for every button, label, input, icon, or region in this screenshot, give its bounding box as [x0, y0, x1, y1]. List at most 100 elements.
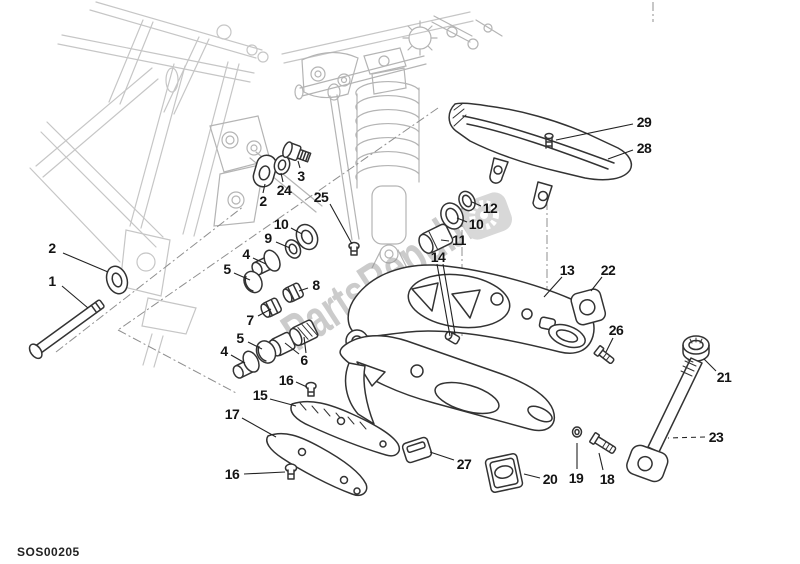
part-fastener-25 — [348, 241, 360, 256]
leader-line — [61, 285, 89, 309]
leader-line — [543, 276, 563, 298]
callout-17: 17 — [224, 406, 240, 422]
part-bushing-4a — [251, 249, 281, 276]
leader-line — [555, 123, 634, 141]
part-pad-27 — [401, 436, 433, 464]
frame-ghost-lines — [29, 1, 474, 368]
callout-6: 6 — [300, 352, 308, 368]
diagram-code: SOS00205 — [17, 545, 80, 559]
callout-4: 4 — [220, 343, 228, 359]
leader-line — [329, 203, 353, 245]
leader-line — [241, 417, 277, 438]
callout-21: 21 — [716, 369, 732, 385]
part-slider-15 — [290, 400, 400, 457]
callout-3: 3 — [297, 168, 305, 184]
part-ring-9 — [284, 239, 302, 259]
leader-line — [233, 272, 251, 281]
callout-25: 25 — [313, 189, 329, 205]
callout-2: 2 — [259, 193, 267, 209]
leader-line — [243, 471, 286, 475]
leader-line — [598, 452, 604, 471]
part-plate-2 — [252, 154, 278, 188]
part-screw-16a — [305, 381, 317, 397]
shock-linkage-ghost — [209, 15, 503, 269]
part-swingarm-lower — [339, 335, 555, 431]
part-ring-12 — [458, 190, 476, 212]
part-bolt-26 — [593, 345, 615, 365]
callout-18: 18 — [599, 471, 615, 487]
part-barrel-8 — [282, 282, 304, 303]
part-bolt-18 — [589, 432, 617, 454]
callout-5: 5 — [236, 330, 244, 346]
leader-line — [442, 263, 456, 335]
callout-5: 5 — [223, 261, 231, 277]
callout-2: 2 — [48, 240, 56, 256]
leader-lines — [61, 123, 717, 479]
leader-line — [590, 276, 603, 292]
leader-line — [284, 342, 300, 355]
leader-line — [298, 287, 309, 292]
callout-10: 10 — [468, 216, 484, 232]
callout-27: 27 — [456, 456, 472, 472]
part-bracket-22 — [570, 288, 607, 326]
part-nut-21 — [682, 335, 710, 362]
leader-line — [440, 239, 450, 242]
leader-line — [252, 257, 267, 265]
callout-8: 8 — [312, 277, 320, 293]
leader-line — [295, 381, 308, 388]
callout-9: 9 — [264, 230, 272, 246]
part-spacer-11 — [418, 223, 454, 254]
part-washer-2 — [105, 265, 129, 295]
callout-11: 11 — [452, 232, 466, 248]
part-pivot-shaft — [28, 299, 105, 360]
leader-line — [605, 337, 614, 353]
leader-line — [703, 358, 717, 372]
callout-12: 12 — [482, 200, 498, 216]
leader-line — [280, 172, 284, 183]
leader-line — [247, 341, 263, 350]
callout-19: 19 — [568, 470, 584, 486]
callout-22: 22 — [600, 262, 616, 278]
part-slider-17 — [266, 432, 368, 496]
callout-20: 20 — [542, 471, 558, 487]
callout-14: 14 — [430, 249, 446, 265]
part-bushing-4b — [232, 350, 260, 379]
callout-16: 16 — [278, 372, 294, 388]
callout-15: 15 — [252, 387, 268, 403]
leader-line — [429, 451, 455, 461]
callout-26: 26 — [608, 322, 624, 338]
callout-29: 29 — [636, 114, 652, 130]
callout-23: 23 — [708, 429, 724, 445]
part-ring-10a — [295, 223, 319, 251]
leader-line — [436, 263, 451, 337]
part-cup-5a — [243, 270, 263, 294]
callout-1: 1 — [48, 273, 56, 289]
callout-10: 10 — [273, 216, 289, 232]
callout-13: 13 — [559, 262, 575, 278]
leader-line — [262, 183, 266, 194]
callout-7: 7 — [246, 312, 254, 328]
leader-line — [257, 308, 272, 317]
callout-28: 28 — [636, 140, 652, 156]
leader-line — [471, 201, 482, 207]
leader-line — [303, 336, 307, 354]
leader-line — [297, 160, 301, 169]
part-screw-16b — [284, 463, 298, 480]
part-axle-23 — [626, 357, 703, 483]
callout-24: 24 — [276, 182, 292, 198]
part-block-20 — [484, 453, 524, 493]
leader-line — [62, 252, 109, 273]
callout-4: 4 — [242, 246, 250, 262]
part-pin-19 — [571, 426, 583, 438]
leader-line — [230, 354, 246, 364]
part-cup-5b — [255, 340, 277, 364]
part-chain-guard — [448, 102, 633, 210]
part-ring-10b — [440, 202, 464, 230]
leader-line — [275, 241, 291, 249]
leader-line — [667, 436, 706, 439]
leader-line — [290, 227, 303, 235]
leader-line — [269, 398, 297, 407]
callout-16: 16 — [224, 466, 240, 482]
